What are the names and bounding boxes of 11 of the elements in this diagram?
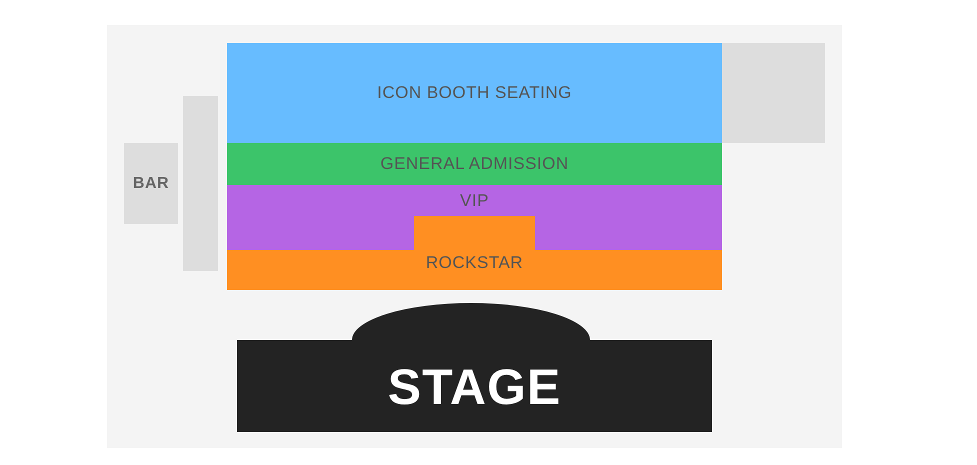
section-label: ICON BOOTH SEATING: [377, 83, 572, 103]
bar-label: BAR: [132, 174, 170, 192]
seating-section: [227, 43, 722, 143]
seating-section: [227, 143, 722, 185]
stage-label: STAGE: [388, 358, 562, 416]
stage-area: [237, 303, 712, 432]
section-label: ROCKSTAR: [426, 253, 524, 273]
section-label: VIP: [460, 191, 489, 211]
section-label: GENERAL ADMISSION: [380, 154, 569, 174]
seating-section: [227, 216, 722, 290]
booth-block: [722, 43, 825, 143]
